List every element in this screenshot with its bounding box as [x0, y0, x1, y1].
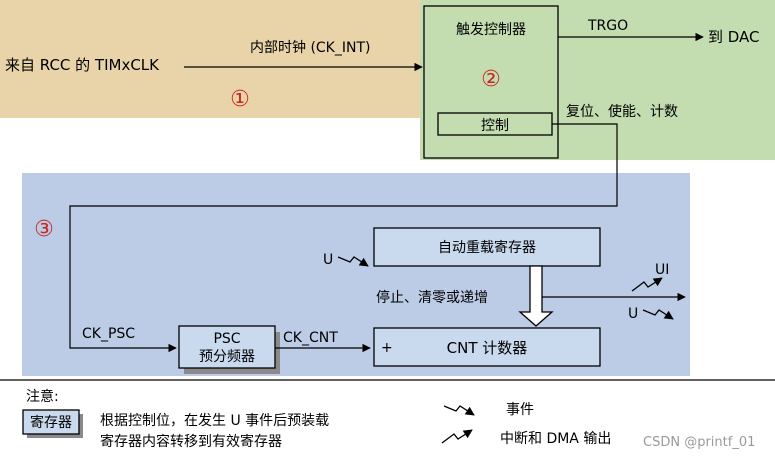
- register-tag-box: [22, 409, 80, 435]
- psc-prescaler-box: [178, 325, 276, 369]
- prescaler-label: 预分频器: [199, 349, 255, 365]
- ui-output-label: UI: [655, 262, 669, 278]
- trigger-region: [420, 0, 775, 160]
- u-event-input-icon: [337, 256, 369, 267]
- to-dac-label: 到 DAC: [708, 28, 760, 46]
- trgo-label: TRGO: [587, 18, 628, 34]
- register-tag-label: 寄存器: [30, 414, 72, 431]
- control-to-psc-line: [69, 123, 618, 353]
- event-legend-icon: [443, 405, 475, 416]
- rcc-input-label: 来自 RCC 的 TIMxCLK: [5, 56, 160, 74]
- u-output-label: U: [628, 306, 638, 322]
- control-label: 控制: [481, 118, 509, 134]
- cnt-plus-sign: +: [381, 340, 393, 356]
- u-output-icon: [642, 309, 674, 320]
- ck-cnt-label: CK_CNT: [283, 330, 338, 346]
- cnt-counter-label: CNT 计数器: [447, 339, 528, 357]
- ck-psc-label: CK_PSC: [82, 326, 135, 342]
- reset-enable-count-label: 复位、使能、计数: [566, 103, 678, 120]
- legend-line-2: 寄存器内容转移到有效寄存器: [100, 433, 282, 450]
- badge-two: ②: [481, 67, 501, 92]
- badge-three: ③: [34, 217, 54, 242]
- stop-clear-label: 停止、清零或递增: [376, 289, 488, 306]
- rcc-clock-region: [0, 0, 420, 118]
- watermark: CSDN @printf_01: [643, 435, 755, 450]
- u-event-input-label: U: [323, 252, 333, 268]
- ui-output-icon: [631, 277, 663, 292]
- event-legend-label: 事件: [506, 402, 534, 418]
- interrupt-legend-icon: [441, 429, 473, 444]
- auto-reload-register-label: 自动重载寄存器: [438, 239, 536, 256]
- cnt-counter-box: [373, 327, 601, 367]
- trigger-controller-box: [423, 5, 559, 159]
- reload-transfer-arrow: [518, 265, 554, 327]
- psc-label: PSC: [213, 331, 240, 347]
- badge-one: ①: [230, 87, 250, 112]
- ck-int-label: 内部时钟 (CK_INT): [250, 39, 370, 56]
- trigger-controller-label: 触发控制器: [456, 22, 526, 38]
- interrupt-dma-legend-label: 中断和 DMA 输出: [500, 431, 611, 447]
- legend-line-1: 根据控制位，在发生 U 事件后预装载: [100, 413, 329, 429]
- note-title: 注意:: [26, 388, 59, 405]
- auto-reload-register-box: [373, 227, 601, 267]
